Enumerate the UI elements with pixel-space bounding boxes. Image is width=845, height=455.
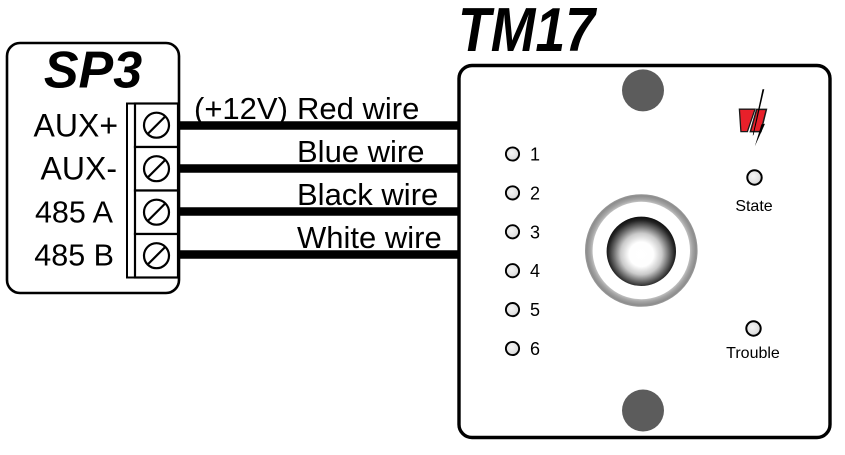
svg-text:AUX-: AUX- bbox=[41, 151, 117, 187]
svg-text:Red wire: Red wire bbox=[297, 91, 419, 126]
svg-text:485 A: 485 A bbox=[35, 196, 114, 230]
svg-text:Black wire: Black wire bbox=[297, 177, 438, 212]
svg-text:Blue wire: Blue wire bbox=[297, 134, 425, 169]
svg-text:SP3: SP3 bbox=[44, 42, 142, 100]
svg-text:6: 6 bbox=[530, 339, 540, 359]
svg-text:State: State bbox=[735, 198, 772, 215]
svg-text:White wire: White wire bbox=[297, 220, 442, 255]
svg-text:1: 1 bbox=[530, 145, 540, 165]
svg-text:4: 4 bbox=[530, 261, 540, 281]
svg-text:3: 3 bbox=[530, 222, 540, 242]
svg-text:2: 2 bbox=[530, 183, 540, 203]
svg-text:TM17: TM17 bbox=[458, 0, 597, 65]
svg-text:485 B: 485 B bbox=[34, 239, 114, 273]
svg-text:5: 5 bbox=[530, 300, 540, 320]
svg-text:AUX+: AUX+ bbox=[34, 108, 118, 144]
svg-text:(+12V): (+12V) bbox=[194, 91, 288, 126]
svg-text:Trouble: Trouble bbox=[726, 345, 780, 362]
